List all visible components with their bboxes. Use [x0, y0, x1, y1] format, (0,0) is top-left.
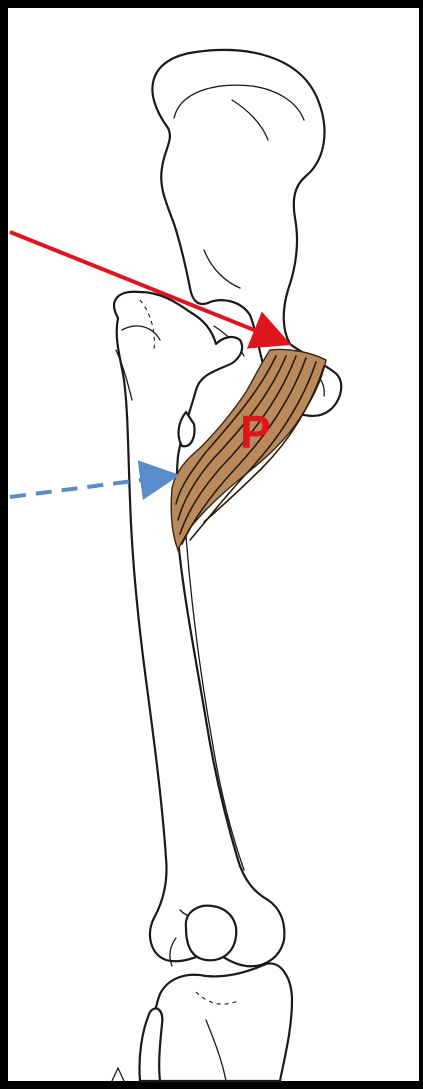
corner-mark — [112, 1068, 124, 1081]
tibia-bone — [150, 963, 292, 1081]
fibula-bone — [139, 1008, 162, 1081]
patella-bone — [186, 906, 236, 961]
muscle-label: P — [240, 406, 271, 458]
